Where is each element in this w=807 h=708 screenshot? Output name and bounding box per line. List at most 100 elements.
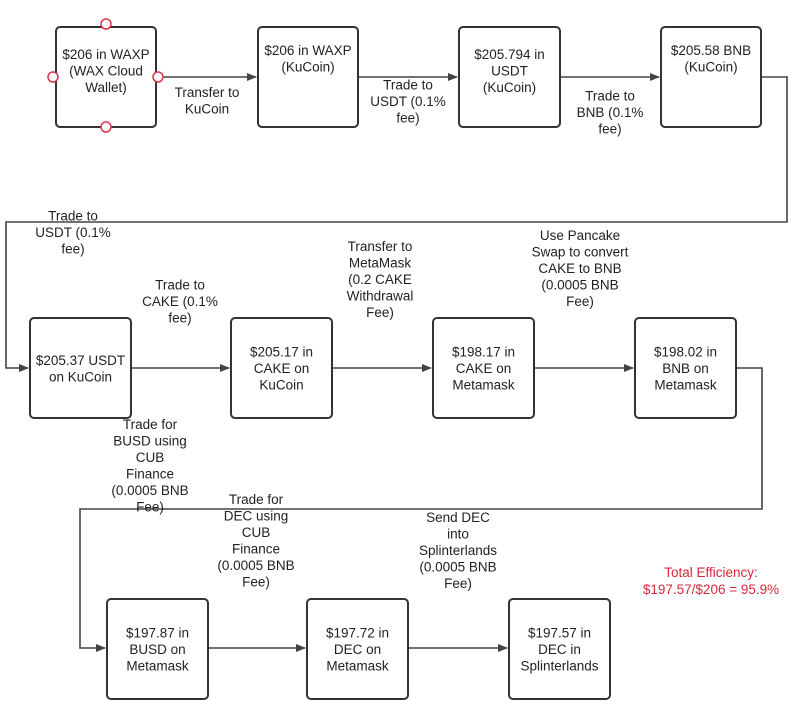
edge-label-line: fee) [168, 311, 191, 326]
node-box[interactable] [458, 26, 561, 128]
node-box[interactable] [306, 598, 409, 700]
node-box[interactable] [230, 317, 333, 419]
edge-label-line: BNB (0.1% [577, 105, 644, 120]
edge-label-line: Withdrawal [347, 289, 414, 304]
node-label-line: $206 in WAXP [264, 43, 351, 58]
node-n2[interactable]: $206 in WAXP (KuCoin) [257, 26, 359, 128]
node-label-line: Metamask [654, 378, 717, 393]
edge-label-line: CAKE (0.1% [142, 294, 218, 309]
selection-handles[interactable] [47, 18, 164, 133]
edge-label-line: Transfer to [348, 239, 413, 254]
node-n3[interactable]: $205.794 in USDT(KuCoin) [458, 26, 561, 128]
node-label-line: on KuCoin [49, 369, 112, 384]
node-box[interactable] [508, 598, 611, 700]
edge-label-line: Use Pancake [540, 228, 620, 243]
edge-label-line: CAKE to BNB [538, 261, 621, 276]
node-label-line: (WAX Cloud [69, 64, 143, 79]
node-label-line: $205.37 USDT [36, 353, 125, 368]
node-box[interactable] [106, 598, 209, 700]
edge-label-line: (0.0005 BNB [419, 560, 496, 575]
edge-label-line: MetaMask [349, 256, 412, 271]
node-label-line: $198.02 in [654, 345, 717, 360]
edge-label-line: KuCoin [185, 101, 229, 116]
node-label-line: DEC in [538, 642, 581, 657]
edge-label-line: into [447, 527, 469, 542]
edge-label-line: (0.0005 BNB [541, 278, 618, 293]
node-label-line: BUSD on [129, 642, 185, 657]
edge-label-line: USDT (0.1% [370, 94, 446, 109]
handle-top[interactable] [100, 18, 112, 30]
edge-label-line: Splinterlands [419, 543, 497, 558]
node-label-line: DEC on [334, 642, 381, 657]
edge-label-line: CUB [136, 450, 165, 465]
edge-label-line: fee) [396, 111, 419, 126]
node-box[interactable] [634, 317, 737, 419]
edge-label-line: Trade to [48, 209, 98, 224]
node-label-line: Metamask [126, 659, 189, 674]
handle-right[interactable] [152, 71, 164, 83]
edge-label-line: fee) [61, 242, 84, 257]
connector-n8-n9[interactable] [79, 367, 763, 652]
total-efficiency-text: Total Efficiency:$197.57/$206 = 95.9% [643, 565, 779, 597]
node-label-line: Wallet) [85, 80, 127, 95]
edge-label-line: Trade to [383, 78, 433, 93]
node-label-line: (KuCoin) [483, 80, 536, 95]
node-label-line: KuCoin [259, 378, 303, 393]
node-box[interactable] [257, 26, 359, 128]
node-box[interactable] [432, 317, 535, 419]
edge-label-line: (0.0005 BNB [217, 558, 294, 573]
summary-line: $197.57/$206 = 95.9% [643, 582, 779, 597]
node-box[interactable] [29, 317, 132, 419]
node-label-line: $205.58 BNB [671, 43, 751, 58]
edge-label-line: Fee) [242, 574, 270, 589]
total-efficiency-note: Total Efficiency:$197.57/$206 = 95.9% [643, 565, 779, 597]
edge-label-line: Swap to convert [532, 245, 629, 260]
node-label-line: (KuCoin) [684, 60, 737, 75]
handle-left[interactable] [47, 71, 59, 83]
node-n4[interactable]: $205.58 BNB (KuCoin) [660, 26, 762, 128]
handle-bottom[interactable] [100, 121, 112, 133]
node-label-line: $205.794 in [474, 47, 545, 62]
node-label-line: Metamask [326, 659, 389, 674]
connector-n4-n5[interactable] [5, 76, 788, 372]
node-box[interactable] [660, 26, 762, 128]
node-label-line: Metamask [452, 378, 515, 393]
node-label-line: (KuCoin) [281, 60, 334, 75]
edge-label-line: CUB [242, 525, 271, 540]
edge-label-line: Trade to [585, 89, 635, 104]
edge-label-line: Send DEC [426, 510, 490, 525]
node-label-line: USDT [491, 64, 528, 79]
node-label-line: BNB on [662, 361, 709, 376]
edge-label-line: Transfer to [175, 85, 240, 100]
node-label-line: CAKE on [254, 361, 310, 376]
edge-label-line: Trade for [123, 417, 178, 432]
node-label-line: Splinterlands [520, 659, 598, 674]
edge-label-line: (0.0005 BNB [111, 483, 188, 498]
node-label-line: $197.87 in [126, 626, 189, 641]
edge-label-line: Fee) [444, 576, 472, 591]
node-label-line: $197.72 in [326, 626, 389, 641]
